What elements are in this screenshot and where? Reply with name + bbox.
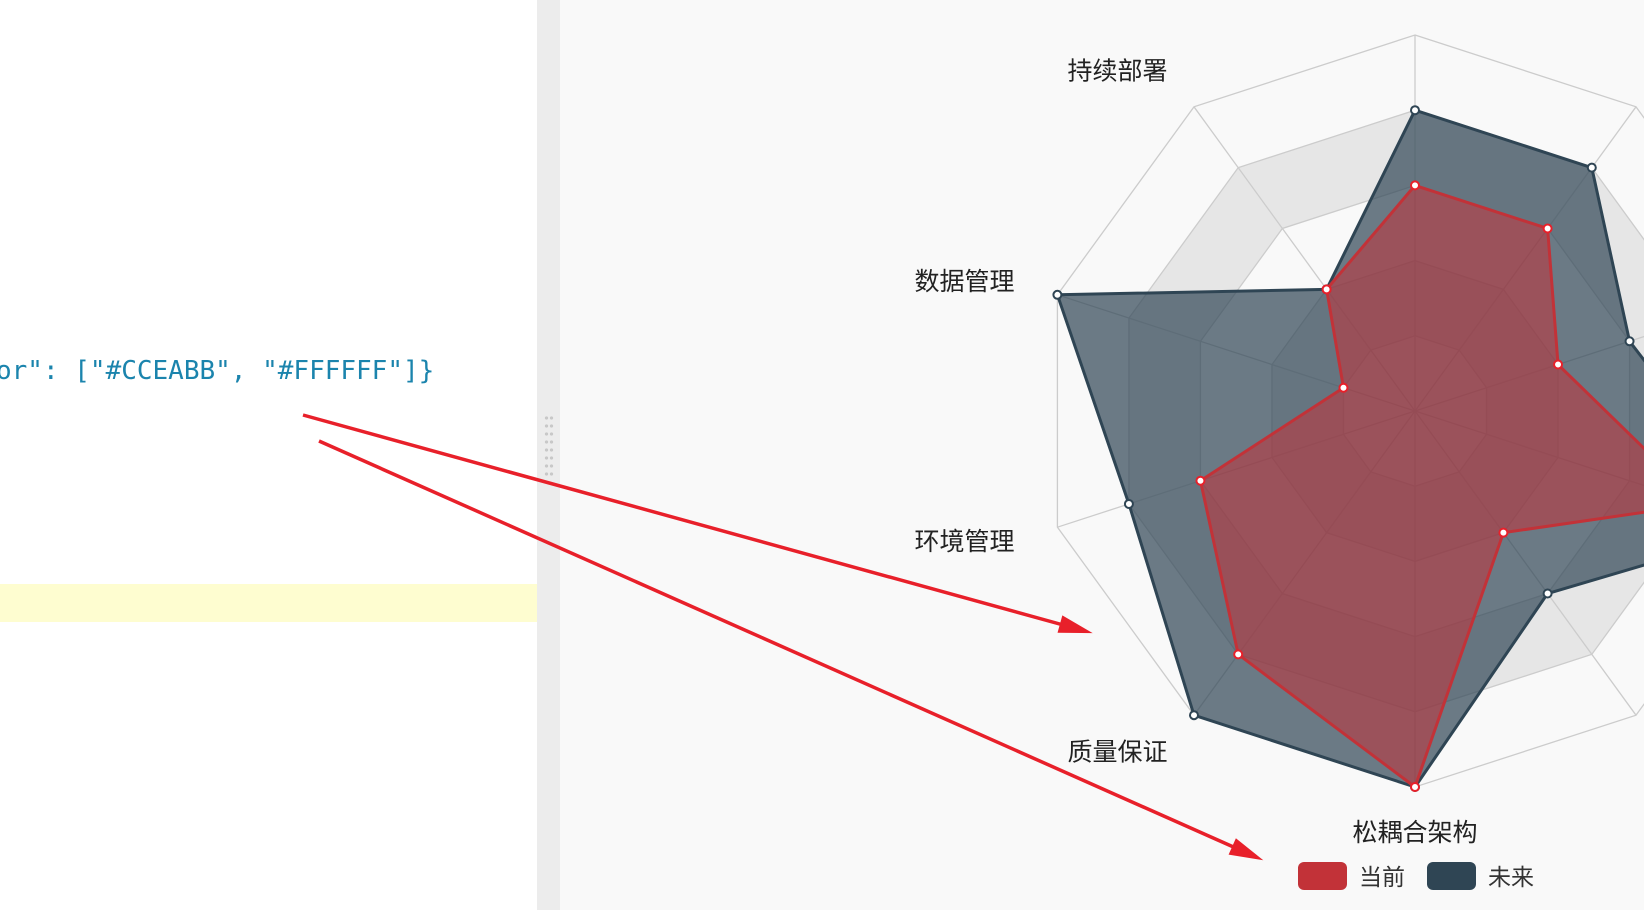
data-point [1410,782,1420,792]
data-point [1542,223,1553,234]
data-point [1542,588,1553,599]
legend-label[interactable]: 当前 [1359,865,1405,891]
indicator-label: 松耦合架构 [1352,818,1477,847]
active-line-highlight [0,584,537,622]
data-point [1195,475,1206,486]
data-point [1321,284,1332,295]
data-point [1624,336,1635,347]
legend-label[interactable]: 未来 [1488,865,1534,891]
splitter-grip-icon[interactable] [544,414,554,478]
radar-series [1052,105,1644,792]
radar-indicator-labels: 松耦合架构 质量保证 环境管理 数据管理 持续部署 [914,56,1477,847]
indicator-label: 持续部署 [1067,56,1167,85]
arrow-head-icon [1057,615,1093,634]
legend-swatch-future[interactable] [1427,862,1476,890]
arrow-line [318,439,1257,859]
data-point [1338,382,1349,393]
data-point [1410,105,1420,116]
indicator-label: 环境管理 [914,527,1014,556]
data-point [1052,289,1063,300]
data-point [1188,710,1199,721]
data-point [1410,180,1420,191]
code-line: or": ["#CCEABB", "#FFFFFF"]} [0,356,435,386]
indicator-label: 数据管理 [914,267,1014,296]
legend-swatch-current[interactable] [1298,862,1347,890]
data-point [1553,359,1564,370]
chart-legend: 当前 未来 [1298,862,1534,891]
data-point [1498,527,1509,538]
annotation-arrows [302,413,1264,861]
data-point [1123,498,1134,509]
data-point [1233,649,1244,660]
data-point [1586,162,1597,173]
arrow-line [302,413,1086,633]
arrow-head-icon [1228,838,1264,861]
indicator-label: 质量保证 [1067,738,1167,767]
